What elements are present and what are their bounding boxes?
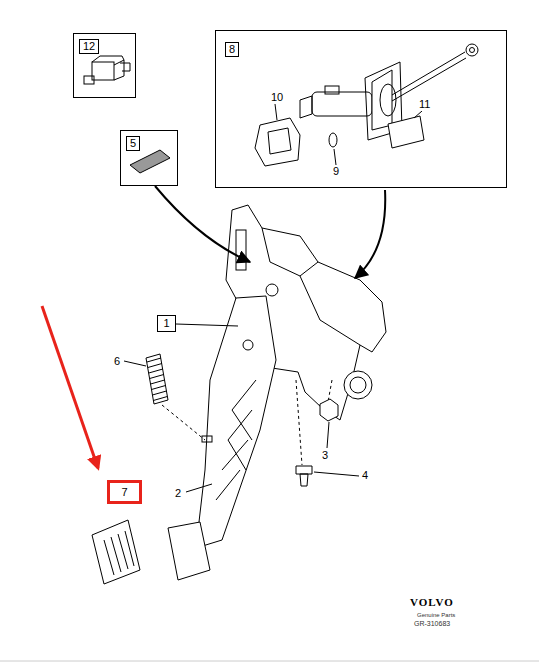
callout-number: 9 <box>332 165 340 178</box>
callout-number: 7 <box>121 486 127 499</box>
callout-number: 1 <box>163 317 169 330</box>
callout-number: 10 <box>270 91 284 104</box>
part-group-frame: 5 <box>120 130 178 186</box>
callout-number: 12 <box>79 39 99 54</box>
switch-part <box>84 56 130 84</box>
pedal-arm <box>196 296 276 548</box>
brand-logo: VOLVO <box>409 596 455 609</box>
callout-number: 3 <box>321 449 329 462</box>
pedal-rubber <box>92 520 140 584</box>
part-group-frame: 12 <box>73 33 136 98</box>
callout-box: 1 <box>157 315 176 332</box>
gasket <box>255 118 300 166</box>
callout-number: 5 <box>126 136 140 151</box>
pad-strip <box>130 150 170 173</box>
bolt <box>296 466 312 486</box>
pedal-pad <box>168 522 210 580</box>
spring <box>146 354 168 404</box>
callout-number: 6 <box>113 355 121 368</box>
callout-number: 8 <box>225 42 239 57</box>
callout-number: 4 <box>361 469 369 482</box>
callout-number: 11 <box>418 98 431 111</box>
nut <box>320 399 338 421</box>
circlip <box>329 133 337 147</box>
clip <box>388 116 424 148</box>
part-group-frame: 8 <box>215 30 507 188</box>
callout-number: 2 <box>174 487 182 500</box>
footer-note: Genuine Parts <box>416 611 456 619</box>
callout-box: 7 <box>107 480 142 504</box>
footer-note: GR-310683 <box>413 619 451 628</box>
